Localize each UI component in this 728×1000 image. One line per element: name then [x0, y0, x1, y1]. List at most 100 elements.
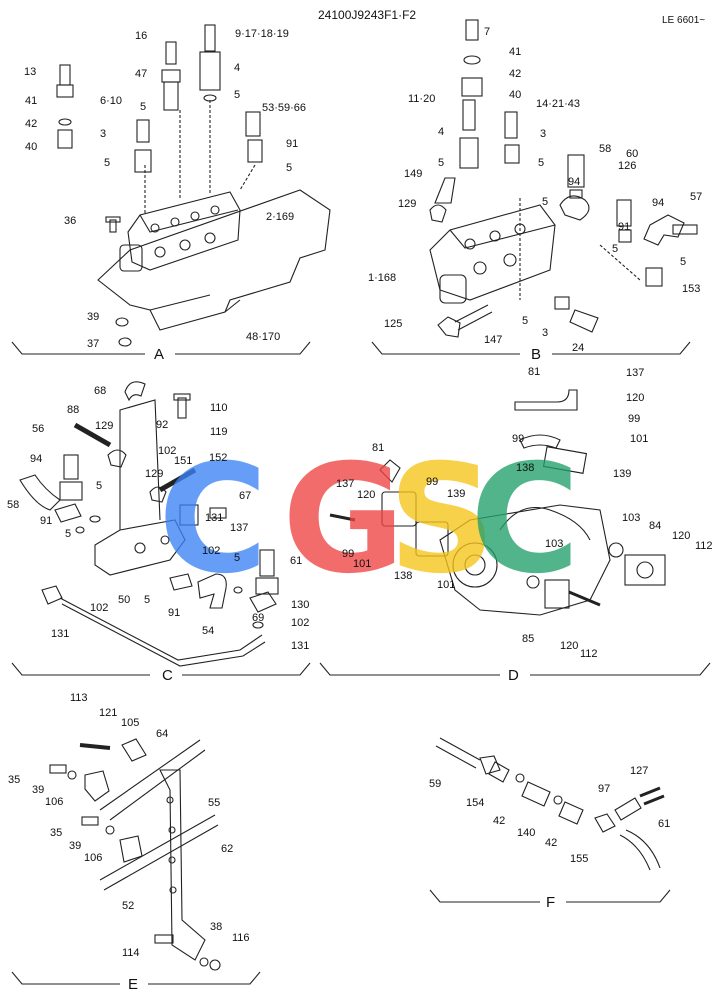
callout-d-12: 99: [342, 548, 355, 560]
callout-c-19: 102: [202, 545, 221, 557]
callout-b-18: 91: [618, 221, 631, 233]
callout-e-12: 52: [122, 900, 135, 912]
callout-f-7: 155: [570, 853, 589, 865]
section-title-d: D: [508, 667, 519, 684]
section-title-e: E: [128, 976, 139, 993]
callout-e-9: 39: [69, 840, 82, 852]
callout-c-1: 110: [210, 402, 228, 414]
callout-e-5: 39: [32, 784, 45, 796]
callout-e-2: 105: [121, 717, 140, 729]
valve-assembly-b: [429, 19, 698, 338]
callout-e-1: 121: [99, 707, 118, 719]
fitting-assembly-f: [435, 737, 665, 871]
section-title-a: A: [154, 346, 165, 363]
callout-a-17: 2·169: [266, 211, 295, 223]
callout-c-26: 102: [291, 617, 310, 629]
callout-a-1: 41: [25, 95, 38, 107]
callout-e-13: 38: [210, 921, 223, 933]
callout-c-24: 54: [202, 625, 215, 637]
callout-c-11: 151: [174, 455, 193, 467]
callout-c-20: 50: [118, 594, 131, 606]
bracket-c: [11, 662, 311, 676]
callout-a-11: 3: [100, 128, 107, 140]
callout-b-7: 3: [540, 128, 547, 140]
callout-d-9: 99: [426, 476, 439, 488]
callout-d-6: 81: [372, 442, 385, 454]
callout-b-4: 11·20: [408, 93, 436, 105]
callout-d-20: 112: [695, 540, 713, 552]
callout-b-20: 5: [612, 243, 619, 255]
callout-c-8: 56: [32, 423, 45, 435]
callout-e-11: 62: [221, 843, 234, 855]
callout-a-13: 53·59·66: [262, 102, 307, 114]
watermark-letter-1: C: [158, 433, 269, 607]
callout-d-21: 103: [545, 538, 564, 550]
bracket-e: [11, 971, 261, 985]
callout-f-6: 42: [545, 837, 558, 849]
callout-c-27: 131: [291, 640, 310, 652]
callout-c-4: 88: [67, 404, 80, 416]
callout-a-2: 42: [25, 118, 38, 130]
callout-a-3: 40: [25, 141, 38, 153]
callout-f-0: 127: [630, 765, 649, 777]
callout-d-23: 120: [560, 640, 579, 652]
valve-assembly-a: [56, 24, 331, 347]
callout-a-19: 37: [87, 338, 100, 350]
callout-d-0: 81: [528, 366, 541, 378]
callout-c-29: 102: [90, 602, 109, 614]
callout-d-14: 101: [353, 558, 372, 570]
callout-c-3: 119: [210, 426, 228, 438]
section-title-f: F: [546, 894, 556, 911]
callout-a-20: 48·170: [246, 331, 281, 343]
callout-c-16: 91: [40, 515, 53, 527]
callout-c-6: 102: [158, 445, 177, 457]
callout-a-10: 6·10: [100, 95, 123, 107]
callout-d-4: 99: [512, 433, 525, 445]
callout-e-0: 113: [70, 692, 88, 704]
callout-e-4: 35: [8, 774, 21, 786]
callout-f-8: 61: [658, 818, 671, 830]
callout-b-23: 153: [682, 283, 701, 295]
callout-c-9: 94: [30, 453, 43, 465]
callout-b-22: 1·168: [368, 272, 397, 284]
callout-f-2: 97: [598, 783, 611, 795]
callout-b-25: 3: [542, 327, 549, 339]
callout-d-3: 99: [628, 413, 641, 425]
callout-d-19: 120: [672, 530, 691, 542]
callout-e-6: 106: [45, 796, 64, 808]
callout-c-28: 131: [51, 628, 70, 640]
callout-a-8: 4: [234, 62, 241, 74]
model-range: LE 6601~: [662, 15, 706, 26]
callout-a-5: 47: [135, 68, 148, 80]
section-title-c: C: [162, 667, 173, 684]
callout-f-5: 140: [517, 827, 536, 839]
callout-c-14: 67: [239, 490, 252, 502]
callout-b-28: 24: [572, 342, 585, 354]
callout-b-0: 7: [484, 26, 491, 38]
callout-b-24: 5: [522, 315, 529, 327]
callout-d-5: 101: [630, 433, 649, 445]
callout-a-9: 5: [234, 89, 241, 101]
callout-b-1: 41: [509, 46, 522, 58]
callout-b-19: 94: [652, 197, 665, 209]
callout-e-3: 64: [156, 728, 169, 740]
callout-c-17: 131: [205, 512, 224, 524]
callout-b-21: 5: [680, 256, 687, 268]
callout-e-15: 116: [232, 932, 250, 944]
callout-d-7: 138: [516, 462, 535, 474]
callout-c-10: 129: [145, 468, 164, 480]
bracket-d: [319, 662, 711, 676]
callout-a-12: 5: [104, 157, 111, 169]
callout-c-25: 130: [291, 599, 310, 611]
callout-c-21: 5: [144, 594, 151, 606]
callout-d-1: 137: [626, 367, 645, 379]
callout-b-6: 4: [438, 126, 445, 138]
bracket-a: [11, 341, 311, 355]
callout-a-0: 13: [24, 66, 37, 78]
callout-a-14: 91: [286, 138, 299, 150]
callout-c-22: 61: [290, 555, 303, 567]
pump-assembly-d: [329, 389, 666, 616]
callout-b-27: 147: [484, 334, 503, 346]
